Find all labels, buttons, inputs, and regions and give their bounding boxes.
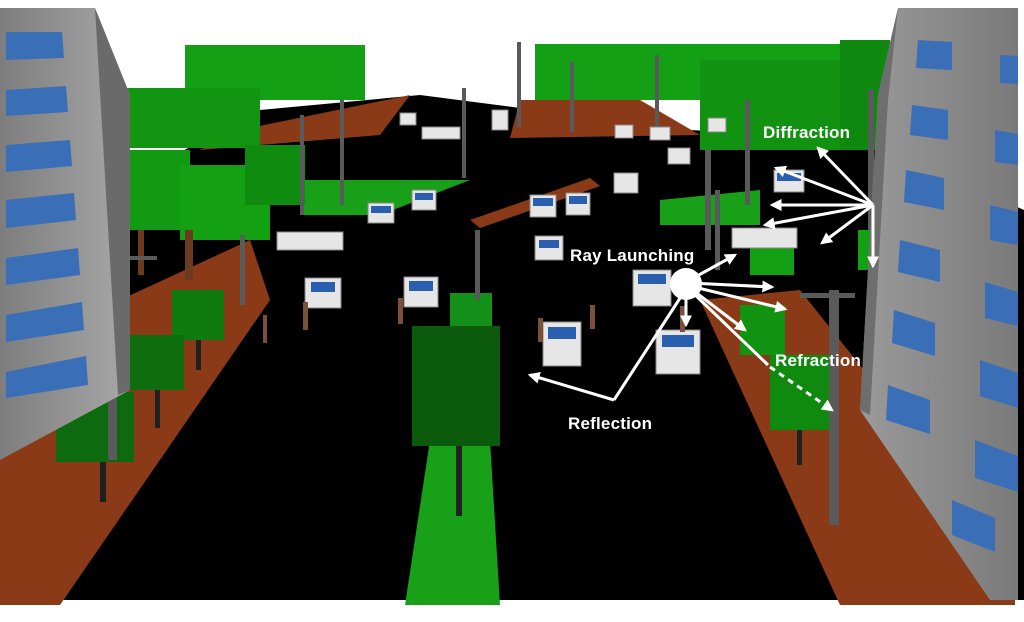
ray-refracted-dashed	[769, 365, 834, 412]
diffraction-ray-1	[816, 146, 875, 207]
reflection-label: Reflection	[568, 414, 653, 433]
ray-reflection-back	[527, 371, 615, 402]
right-building	[860, 8, 1018, 600]
rays	[527, 146, 879, 412]
ray-right-1	[689, 280, 775, 293]
median-strip	[405, 440, 500, 605]
ray-right-2	[689, 284, 788, 313]
refraction-label: Refraction	[775, 351, 862, 370]
ray-reflection-out	[612, 291, 686, 401]
diffraction-label: Diffraction	[763, 123, 851, 142]
background-trees	[105, 40, 890, 150]
ray-launch-point	[670, 268, 702, 300]
diffraction-ray-4	[762, 203, 874, 230]
ray-launching-label: Ray Launching	[570, 246, 695, 265]
diffraction-ray-5	[820, 203, 874, 245]
ray-to-refraction	[688, 288, 770, 367]
ray-right-3	[689, 286, 747, 332]
center-tree	[412, 293, 500, 516]
street-poles	[108, 42, 874, 525]
diffraction-ray-2	[773, 165, 874, 207]
left-building	[0, 8, 130, 460]
